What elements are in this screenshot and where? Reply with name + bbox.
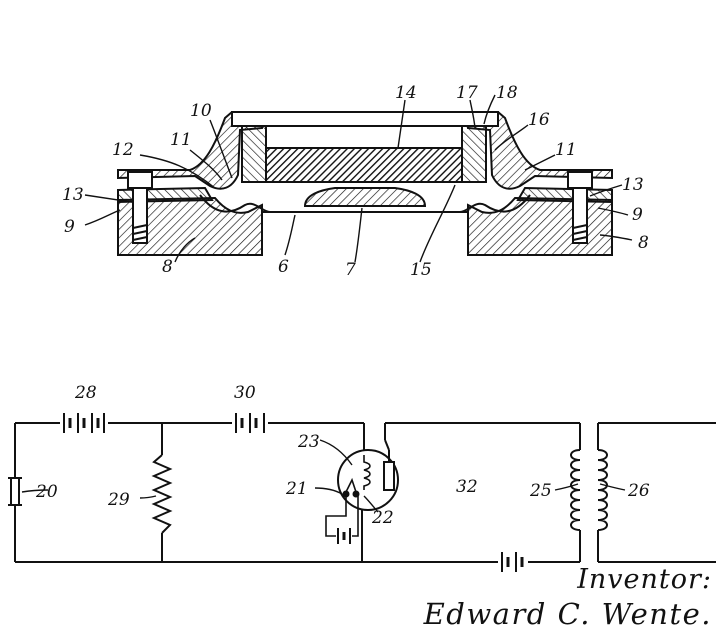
label-6: 6 [278, 257, 289, 277]
label-30: 30 [234, 383, 256, 403]
label-14: 14 [395, 83, 417, 103]
label-11-right: 11 [555, 140, 577, 160]
label-18: 18 [496, 83, 518, 103]
screw-left-shank [133, 188, 147, 243]
resistor-29 [154, 455, 170, 533]
label-9-right: 9 [632, 205, 643, 225]
label-15: 15 [410, 260, 432, 280]
label-20: 20 [35, 482, 58, 502]
inventor-name: Edward C. Wente. [424, 597, 712, 631]
label-13-right: 13 [622, 175, 644, 195]
base-ring-right [468, 198, 612, 255]
label-13-left: 13 [62, 185, 84, 205]
retaining-ring-right [462, 126, 486, 182]
label-12: 12 [112, 140, 134, 160]
label-10: 10 [190, 101, 212, 121]
label-25: 25 [529, 481, 552, 501]
vacuum-tube [338, 423, 398, 510]
microphone-20 [8, 478, 22, 505]
label-28: 28 [74, 383, 97, 403]
cross-section-figure [85, 95, 632, 262]
diaphragm-boss [305, 188, 425, 206]
label-8-left: 8 [162, 257, 173, 277]
inventor-caption: Inventor: [577, 564, 712, 595]
screw-left-head [128, 172, 152, 188]
label-26: 26 [627, 481, 650, 501]
screw-right-head [568, 172, 592, 188]
clamp-ring-right [518, 188, 612, 202]
screw-right-shank [573, 188, 587, 243]
label-8-right: 8 [638, 233, 649, 253]
label-16: 16 [528, 110, 550, 130]
battery-30 [236, 413, 264, 433]
circuit-labels: 28 30 20 29 23 21 22 32 25 26 [35, 383, 650, 528]
label-23: 23 [297, 432, 320, 452]
label-17: 17 [456, 83, 478, 103]
label-9-left: 9 [64, 217, 75, 237]
retaining-ring-left [242, 126, 266, 182]
label-21: 21 [285, 479, 308, 499]
battery-28 [64, 413, 104, 433]
label-29: 29 [107, 490, 130, 510]
damping-plate [266, 148, 462, 182]
plate-battery [502, 552, 522, 572]
top-rim [232, 112, 498, 126]
label-32: 32 [456, 477, 478, 497]
label-22: 22 [371, 508, 394, 528]
label-11-left: 11 [170, 130, 192, 150]
label-7: 7 [345, 260, 356, 280]
